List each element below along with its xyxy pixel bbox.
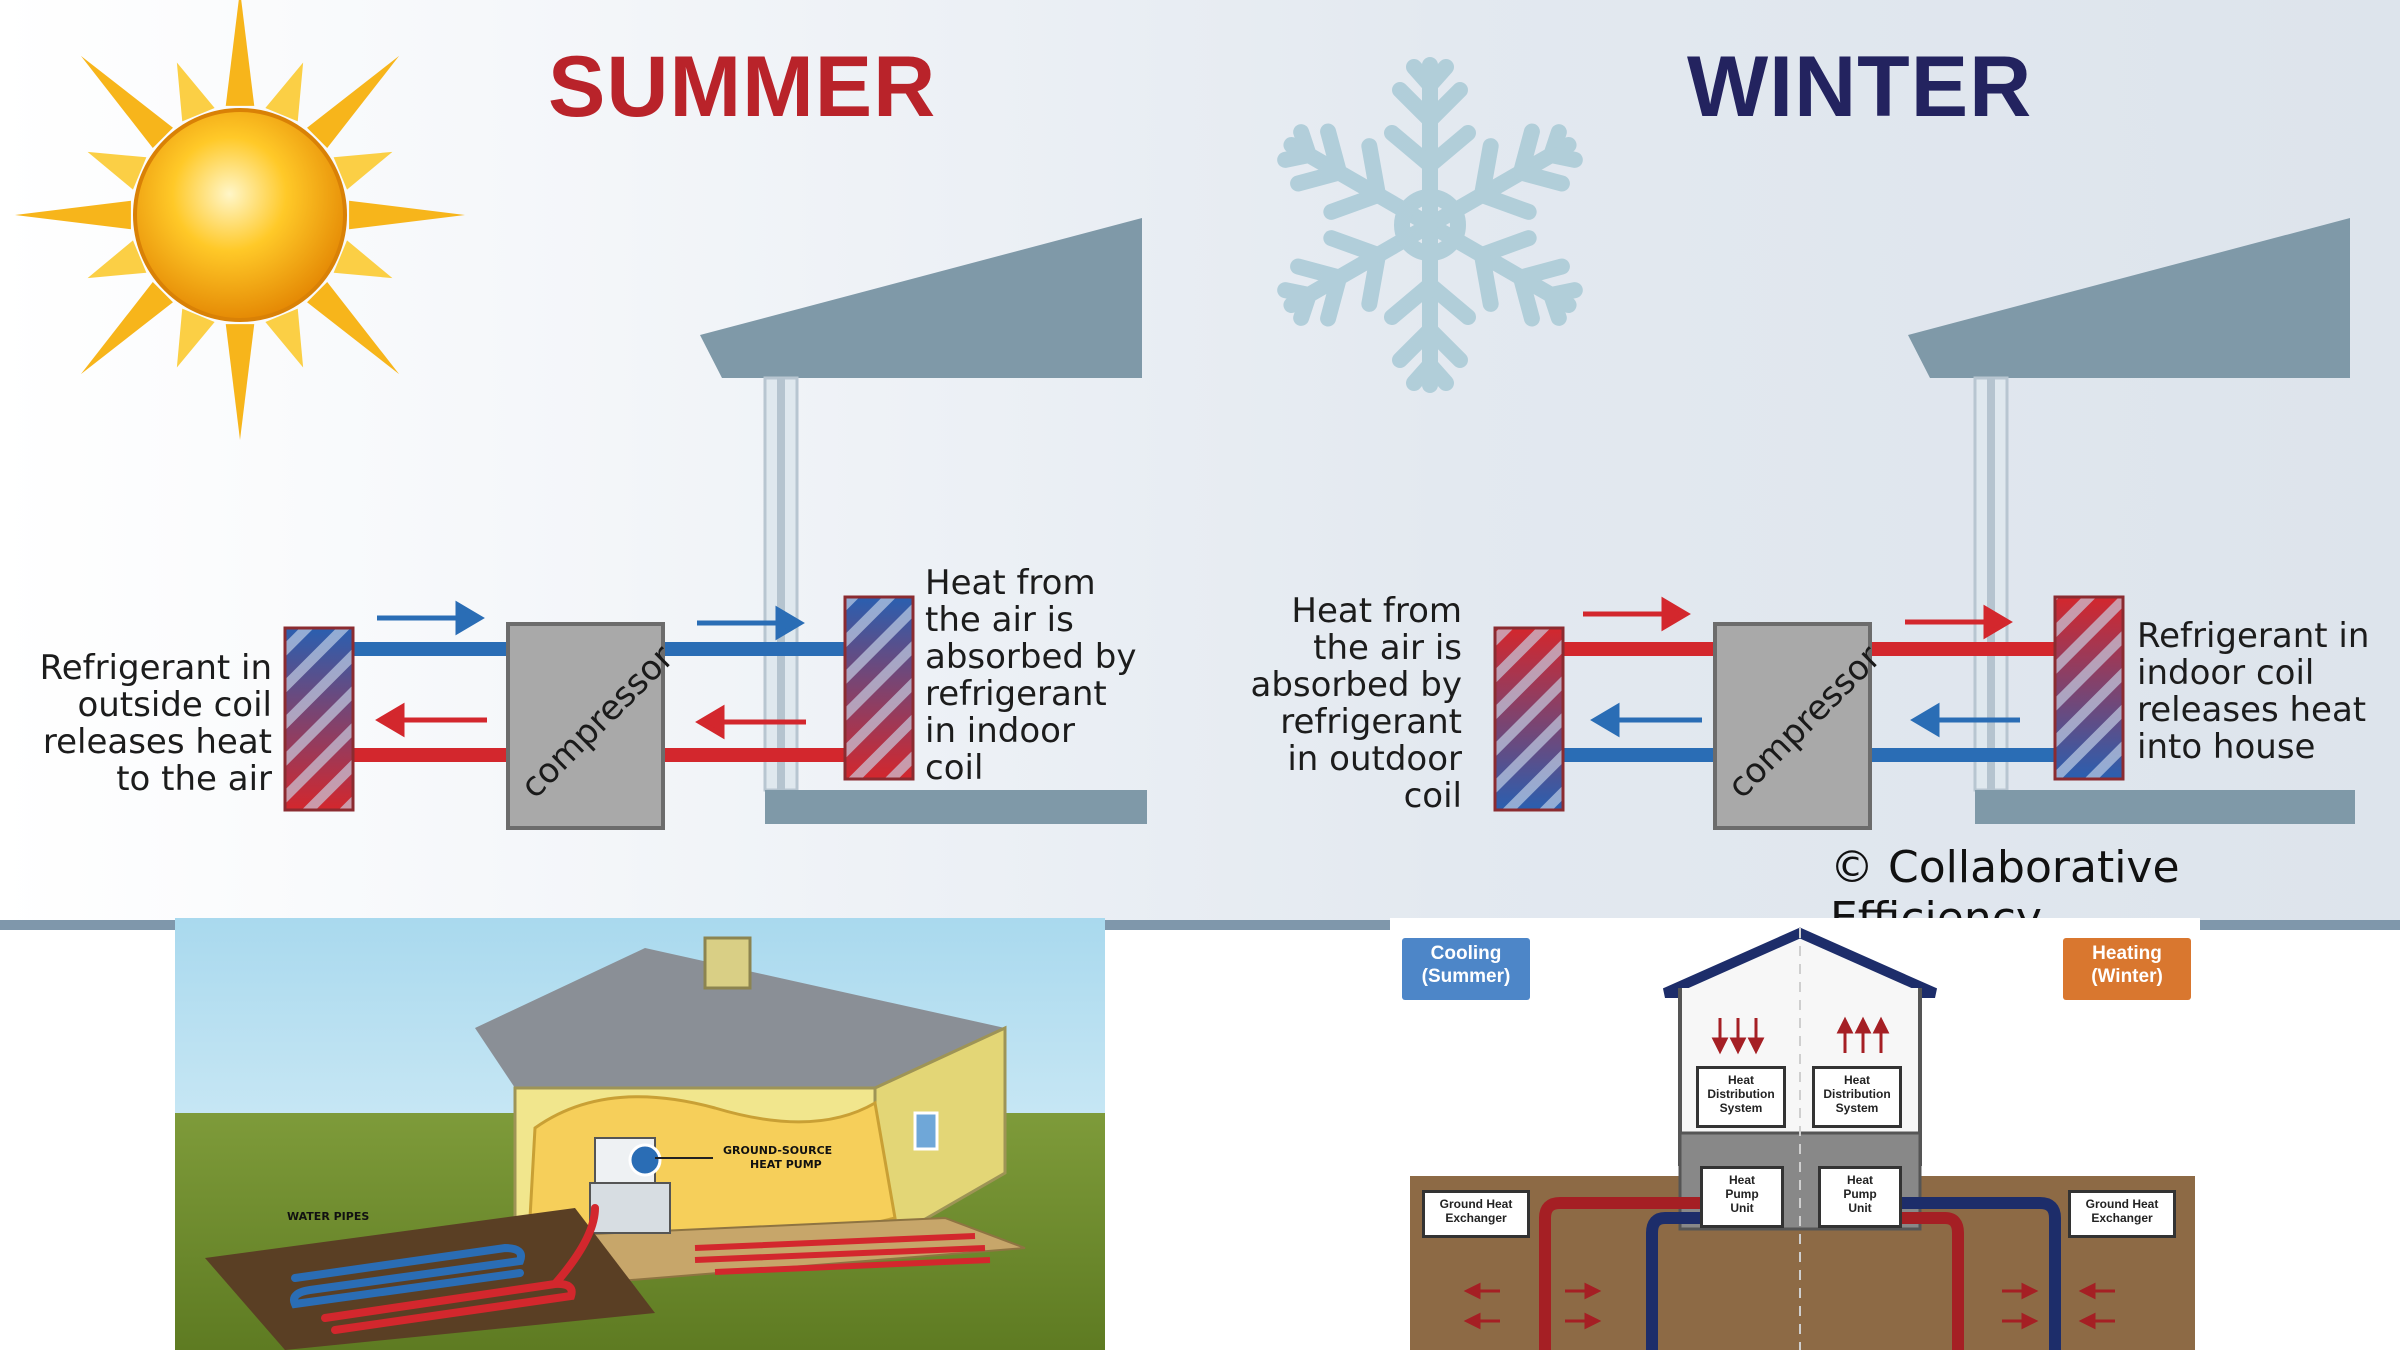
summer-compressor [506, 622, 665, 830]
ground-source-illustration: WATER PIPES GROUND-SOURCE HEAT PUMP [175, 918, 1105, 1350]
sun-ray [80, 282, 173, 375]
sun-ray [225, 324, 255, 440]
heat-pump-unit-left: Heat Pump Unit [1700, 1166, 1784, 1228]
heat-distribution-right: Heat Distribution System [1812, 1066, 1902, 1128]
summer-arrow-blue-1 [377, 600, 485, 636]
geothermal-diagram: Cooling (Summer) Heating (Winter) Heat D… [1390, 918, 2200, 1350]
house-roof [475, 948, 1005, 1088]
sun-ray [225, 0, 255, 106]
cooling-summer-tag: Cooling (Summer) [1402, 938, 1530, 1000]
sun-ray [15, 200, 131, 230]
svg-text:HEAT PUMP: HEAT PUMP [750, 1158, 822, 1171]
section-divider [0, 920, 2400, 930]
heating-winter-tag: Heating (Winter) [2063, 938, 2191, 1000]
heat-pump-label: GROUND-SOURCE [723, 1144, 832, 1157]
winter-indoor-caption: Refrigerant in indoor coil releases heat… [2137, 616, 2370, 767]
summer-system [283, 218, 1147, 830]
winter-compressor [1713, 622, 1872, 830]
sun-ray [307, 282, 400, 375]
winter-arrow-blue-2 [1910, 702, 2020, 738]
winter-system [1493, 218, 2355, 830]
summer-outdoor-caption: Refrigerant in outside coil releases hea… [39, 648, 272, 799]
winter-outdoor-caption: Heat from the air is absorbed by refrige… [1250, 591, 1462, 816]
summer-arrow-red-1 [375, 702, 487, 738]
winter-arrow-blue-1 [1590, 702, 1702, 738]
winter-roof [1908, 218, 2350, 378]
sun-ray [307, 55, 400, 148]
sun-ray [87, 151, 147, 190]
sun-ray [176, 308, 215, 368]
winter-arrow-red-2 [1905, 604, 2013, 640]
heat-pump-unit-right: Heat Pump Unit [1818, 1166, 1902, 1228]
summer-indoor-caption: Heat from the air is absorbed by refrige… [925, 563, 1137, 788]
water-pipes-label: WATER PIPES [287, 1210, 369, 1223]
winter-floor [1975, 790, 2355, 824]
sun-ray [87, 240, 147, 279]
summer-arrow-red-2 [695, 704, 806, 740]
sun-ray [349, 200, 465, 230]
winter-arrow-red-1 [1583, 596, 1691, 632]
sun-ray [333, 240, 393, 279]
ground-heat-exchanger-right: Ground Heat Exchanger [2068, 1190, 2176, 1238]
sun-ray [265, 62, 304, 122]
sun-ray [80, 55, 173, 148]
sun-ray [333, 151, 393, 190]
sun-icon [15, 0, 465, 440]
summer-roof [700, 218, 1142, 378]
snowflake-icon [1277, 57, 1583, 393]
winter-title: WINTER [1687, 39, 2033, 135]
heat-distribution-left: Heat Distribution System [1696, 1066, 1786, 1128]
summer-title: SUMMER [548, 39, 937, 135]
summer-floor [765, 790, 1147, 824]
sun-ray [176, 62, 215, 122]
heat-pump-diagram-panel: SUMMER WINTER [0, 0, 2400, 944]
summer-arrow-blue-2 [697, 605, 805, 641]
ground-heat-exchanger-left: Ground Heat Exchanger [1422, 1190, 1530, 1238]
sun-ray [265, 308, 304, 368]
